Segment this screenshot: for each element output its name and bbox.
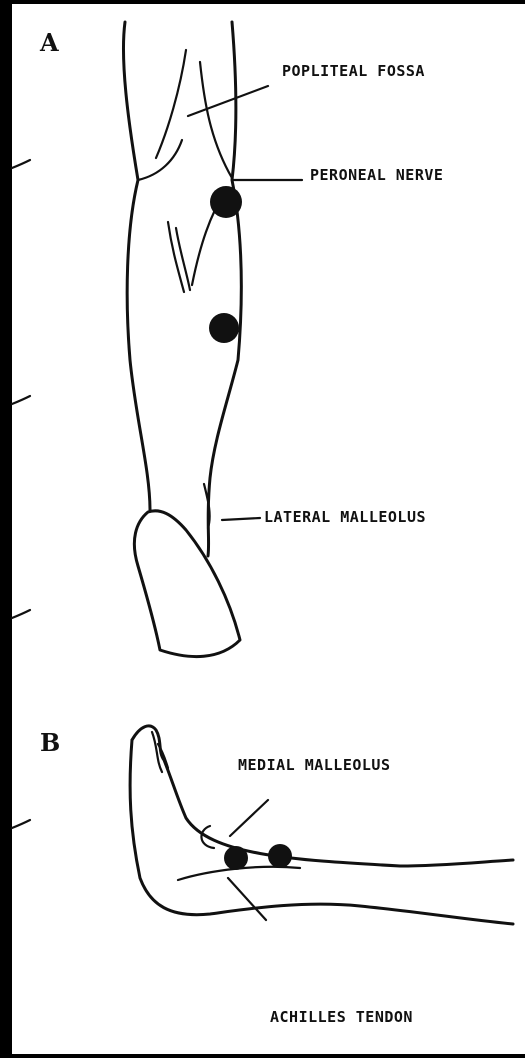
popliteal-fossa-label: POPLITEAL FOSSA bbox=[282, 62, 425, 80]
electrode-dot-medial bbox=[224, 846, 248, 870]
electrode-dot-upper bbox=[210, 186, 242, 218]
panel-a-letter: A bbox=[40, 28, 59, 57]
electrode-dot-lower bbox=[209, 313, 239, 343]
achilles-tendon-leader bbox=[228, 878, 266, 920]
panel-b-letter: B bbox=[40, 728, 60, 757]
achilles-tendon-label: ACHILLES TENDON bbox=[270, 1008, 413, 1026]
medial-malleolus-leader bbox=[230, 800, 268, 836]
electrode-dot-posterior bbox=[268, 844, 292, 868]
margin-marks bbox=[12, 160, 30, 828]
popliteal-fossa-leader bbox=[188, 86, 268, 116]
peroneal-nerve-label: PERONEAL NERVE bbox=[310, 166, 443, 184]
medial-malleolus-label: MEDIAL MALLEOLUS bbox=[238, 756, 391, 774]
lateral-malleolus-leader bbox=[222, 518, 260, 520]
lateral-malleolus-label: LATERAL MALLEOLUS bbox=[264, 508, 426, 526]
